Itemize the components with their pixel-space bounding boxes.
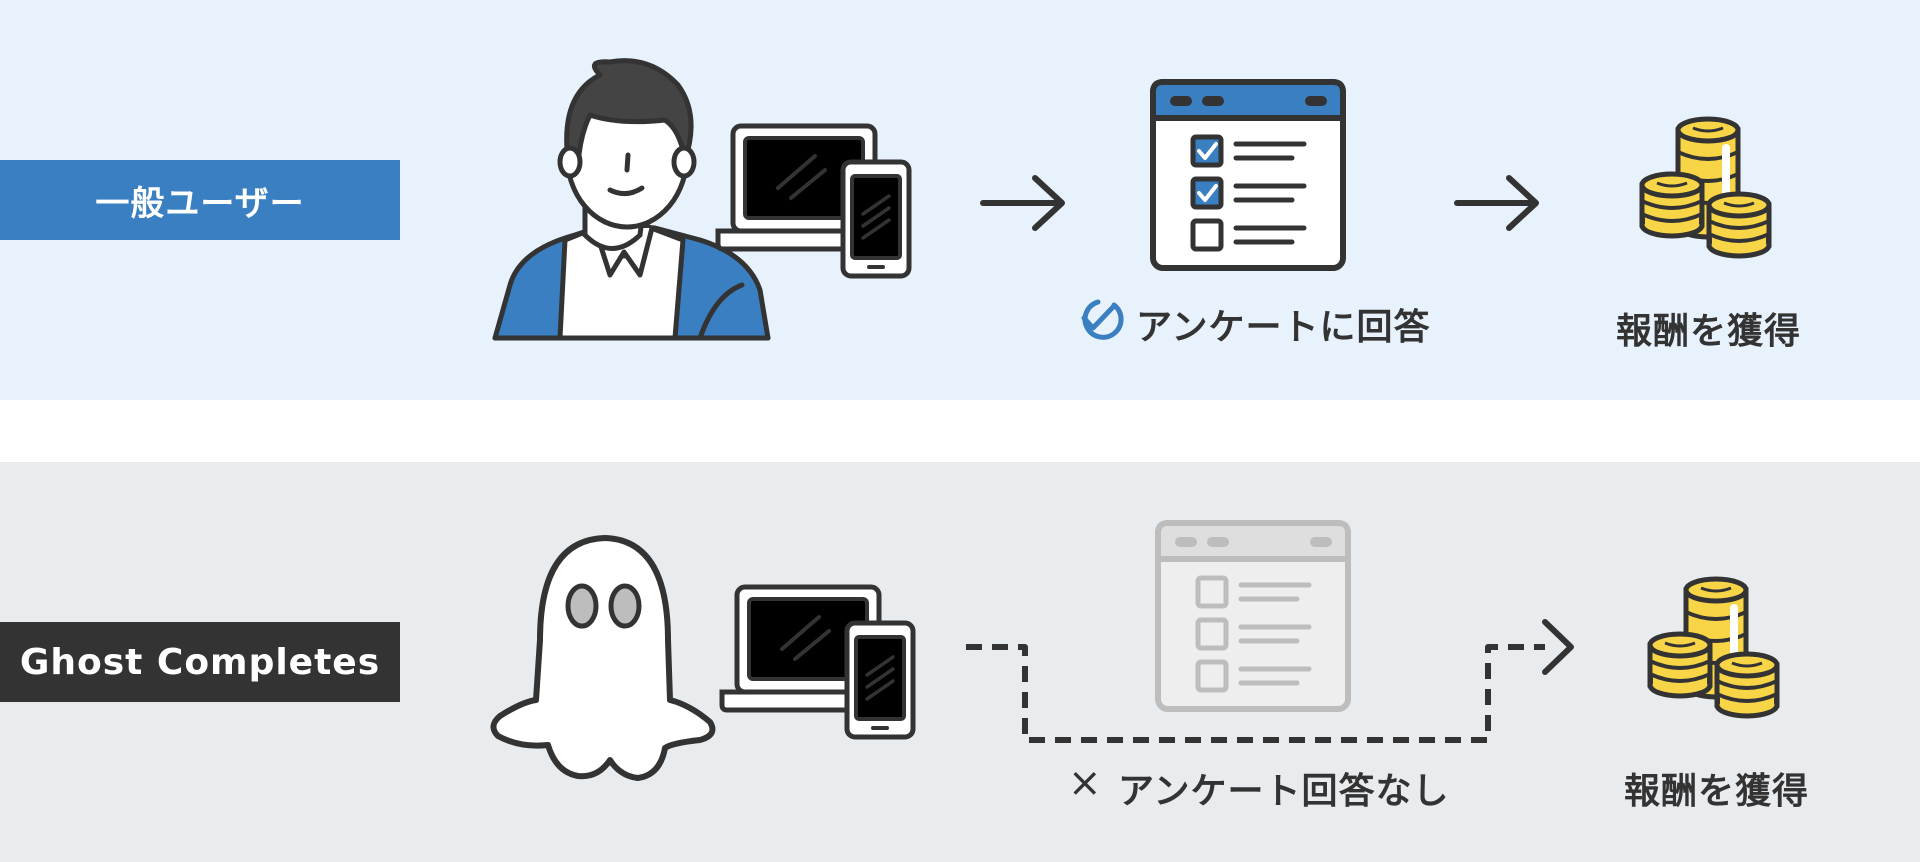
businessman-icon bbox=[492, 58, 771, 341]
arrow-right-icon bbox=[1454, 175, 1539, 231]
faded-survey-form-icon bbox=[1155, 520, 1351, 712]
reward-caption-top: 報酬を獲得 bbox=[1616, 311, 1802, 352]
survey-answered-caption: アンケートに回答 bbox=[1136, 307, 1431, 348]
reward-caption-bottom: 報酬を獲得 bbox=[1624, 771, 1810, 812]
survey-form-icon bbox=[1150, 79, 1346, 271]
user-label-text: 一般ユーザー bbox=[95, 183, 305, 224]
ghost-icon bbox=[490, 535, 716, 781]
arrow-right-icon bbox=[980, 175, 1065, 231]
ghost-label-box: Ghost Completes bbox=[0, 622, 400, 702]
ghost-label-text: Ghost Completes bbox=[19, 641, 381, 683]
user-label-box: 一般ユーザー bbox=[0, 160, 400, 240]
bypass-dashed-arrow bbox=[966, 619, 1574, 743]
cross-mark-icon: × bbox=[1068, 760, 1103, 806]
no-survey-caption: アンケート回答なし bbox=[1118, 771, 1450, 812]
check-circle-icon bbox=[1081, 299, 1124, 340]
